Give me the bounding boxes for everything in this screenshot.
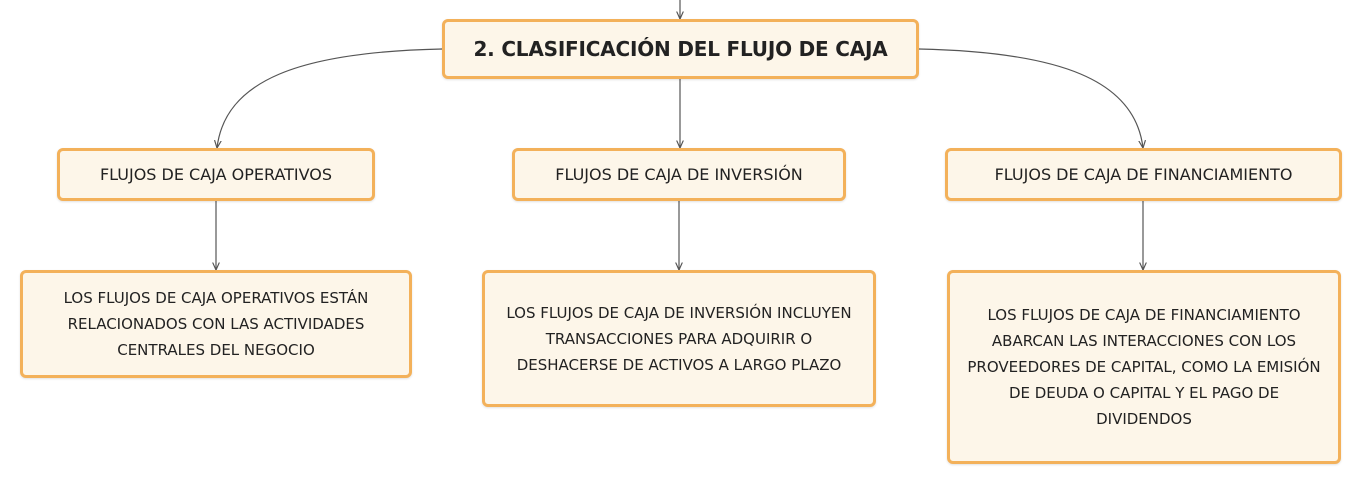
branch-node-label: FLUJOS DE CAJA OPERATIVOS	[99, 165, 333, 184]
branch-node-inversion[interactable]: FLUJOS DE CAJA DE INVERSIÓN	[512, 148, 846, 201]
connector-root-to-operativos	[217, 48, 443, 148]
root-node-label: 2. CLASIFICACIÓN DEL FLUJO DE CAJA	[473, 37, 888, 61]
description-text: LOS FLUJOS DE CAJA DE INVERSIÓN INCLUYEN…	[506, 303, 852, 374]
branch-node-label: FLUJOS DE CAJA DE INVERSIÓN	[555, 165, 803, 184]
branch-node-operativos[interactable]: FLUJOS DE CAJA OPERATIVOS	[57, 148, 375, 201]
branch-node-label: FLUJOS DE CAJA DE FINANCIAMIENTO	[994, 165, 1293, 184]
branch-node-financiamiento[interactable]: FLUJOS DE CAJA DE FINANCIAMIENTO	[945, 148, 1342, 201]
description-node-operativos[interactable]: LOS FLUJOS DE CAJA OPERATIVOS ESTÁN RELA…	[20, 270, 412, 378]
connector-root-to-financiamiento	[918, 48, 1143, 148]
root-node[interactable]: 2. CLASIFICACIÓN DEL FLUJO DE CAJA	[442, 19, 919, 79]
description-text: LOS FLUJOS DE CAJA OPERATIVOS ESTÁN RELA…	[63, 289, 369, 359]
description-node-financiamiento[interactable]: LOS FLUJOS DE CAJA DE FINANCIAMIENTO ABA…	[947, 270, 1341, 464]
description-node-inversion[interactable]: LOS FLUJOS DE CAJA DE INVERSIÓN INCLUYEN…	[482, 270, 876, 407]
description-text: LOS FLUJOS DE CAJA DE FINANCIAMIENTO ABA…	[967, 306, 1321, 428]
